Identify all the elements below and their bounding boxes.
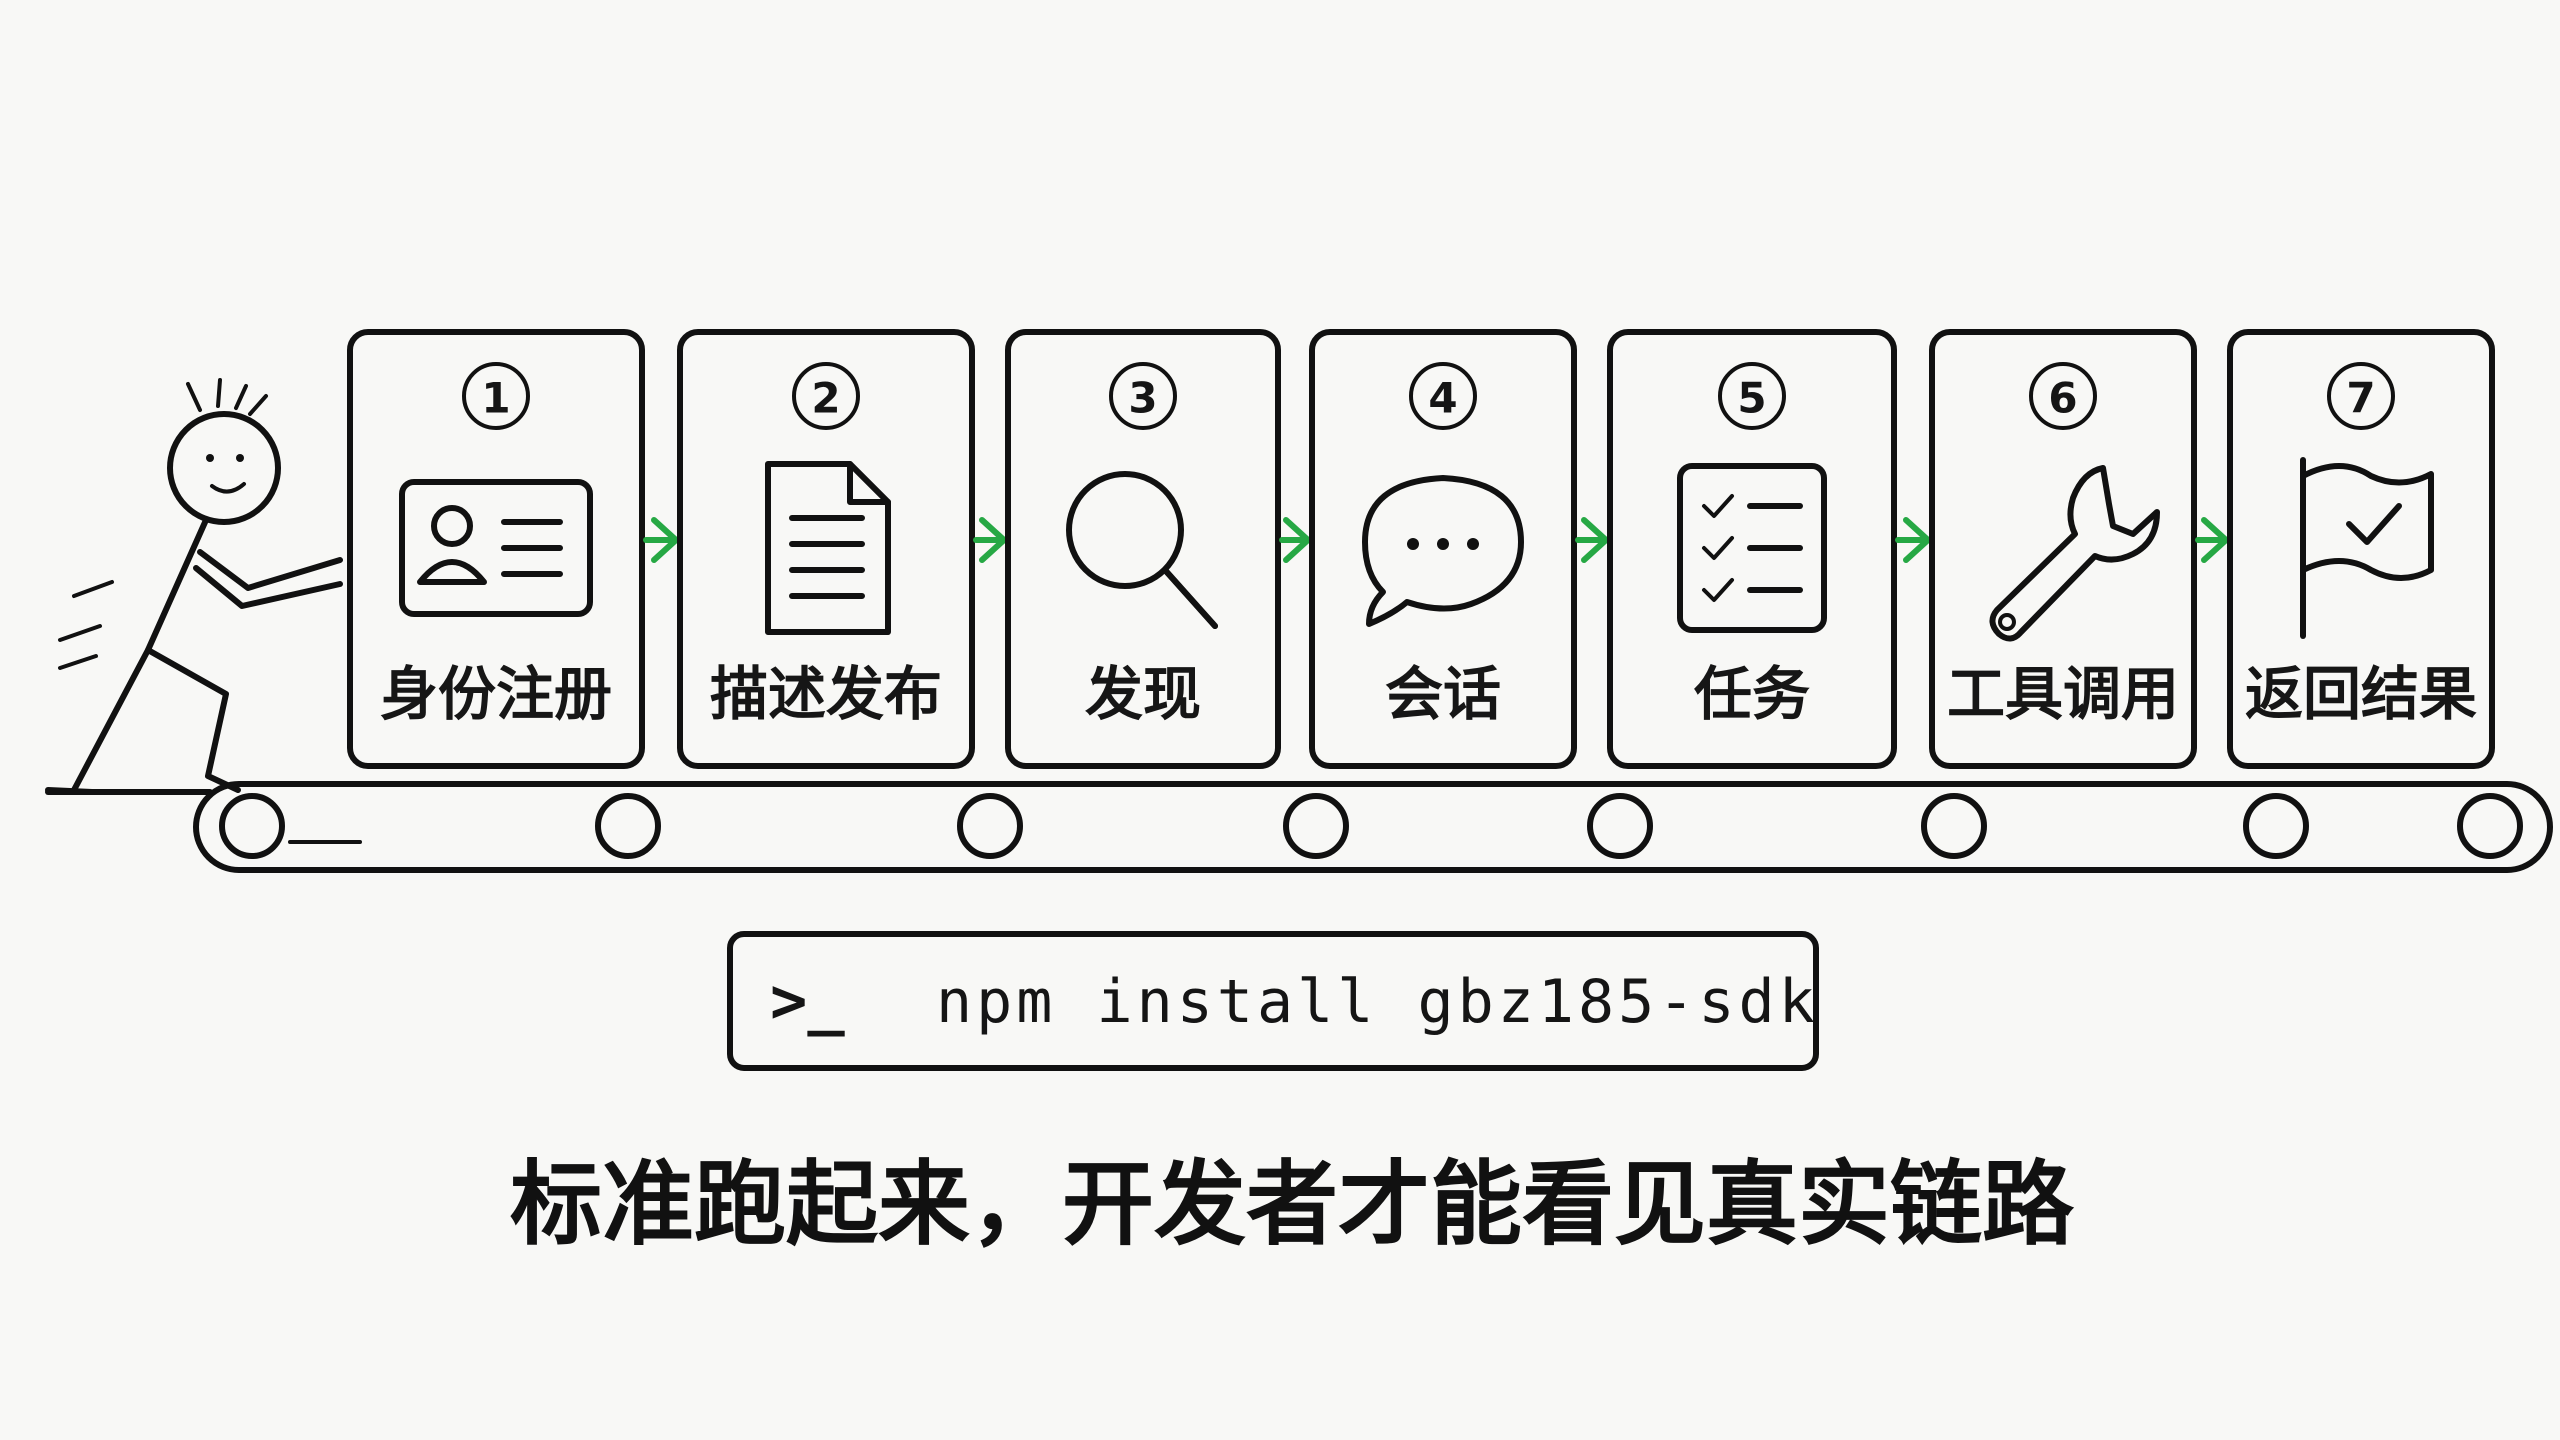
step-number: 1: [481, 374, 510, 423]
step-card: 5 任务: [1607, 329, 1897, 769]
step-number-badge: 3: [1109, 362, 1177, 430]
step-label: 返回结果: [2245, 660, 2477, 728]
step-number-badge: 6: [2029, 362, 2097, 430]
step-number: 3: [1128, 374, 1157, 423]
card-frame: [1607, 329, 1897, 769]
step-number: 6: [2048, 374, 2077, 423]
step-card: 1 身份注册: [347, 329, 645, 769]
step-number-badge: 5: [1718, 362, 1786, 430]
step-label: 任务: [1694, 660, 1810, 728]
card-frame: [347, 329, 645, 769]
roller: [957, 793, 1023, 859]
checklist-icon: [1677, 463, 1827, 633]
step-number: 5: [1737, 374, 1766, 423]
card-frame: [1309, 329, 1577, 769]
magnifier-icon: [1066, 471, 1218, 629]
flow-arrow: [1575, 517, 1609, 563]
flag-check-icon: [2300, 457, 2434, 639]
roller: [219, 793, 285, 859]
step-card: 3 发现: [1005, 329, 1281, 769]
document-icon: [765, 461, 891, 635]
step-card: 7 返回结果: [2227, 329, 2495, 769]
step-number: 7: [2346, 374, 2375, 423]
wrench-icon: [1989, 465, 2160, 642]
roller: [2243, 793, 2309, 859]
flow-arrow: [643, 517, 679, 563]
card-frame: [1929, 329, 2197, 769]
card-frame: [677, 329, 975, 769]
card-frame: [2227, 329, 2495, 769]
step-number: 2: [811, 374, 840, 423]
step-label: 发现: [1085, 660, 1201, 728]
step-number: 4: [1428, 374, 1457, 423]
step-number-badge: 4: [1409, 362, 1477, 430]
chat-bubble-icon: [1362, 475, 1524, 627]
terminal-command: npm install gbz185-sdk: [936, 967, 1819, 1037]
step-label: 会话: [1385, 660, 1501, 728]
step-number-badge: 1: [462, 362, 530, 430]
roller: [1283, 793, 1349, 859]
flow-arrow: [1279, 517, 1311, 563]
step-label: 工具调用: [1947, 660, 2179, 728]
id-card-icon: [399, 479, 593, 617]
terminal-box: >_ npm install gbz185-sdk: [727, 931, 1819, 1071]
flow-arrow: [1895, 517, 1931, 563]
step-card: 2 描述发布: [677, 329, 975, 769]
step-card: 4 会话: [1309, 329, 1577, 769]
caption: 标准跑起来，开发者才能看见真实链路: [510, 1151, 2075, 1258]
stick-figure-pushing: [45, 378, 343, 795]
roller: [1921, 793, 1987, 859]
step-label: 身份注册: [380, 660, 612, 728]
step-number-badge: 7: [2327, 362, 2395, 430]
roller: [2457, 793, 2523, 859]
terminal-prompt: >_: [770, 964, 845, 1037]
step-card: 6 工具调用: [1929, 329, 2197, 769]
step-number-badge: 2: [792, 362, 860, 430]
roller: [1587, 793, 1653, 859]
step-label: 描述发布: [710, 660, 942, 728]
card-frame: [1005, 329, 1281, 769]
flow-arrow: [2195, 517, 2229, 563]
flow-arrow: [973, 517, 1007, 563]
roller: [595, 793, 661, 859]
conveyor-belt: [193, 781, 2553, 873]
